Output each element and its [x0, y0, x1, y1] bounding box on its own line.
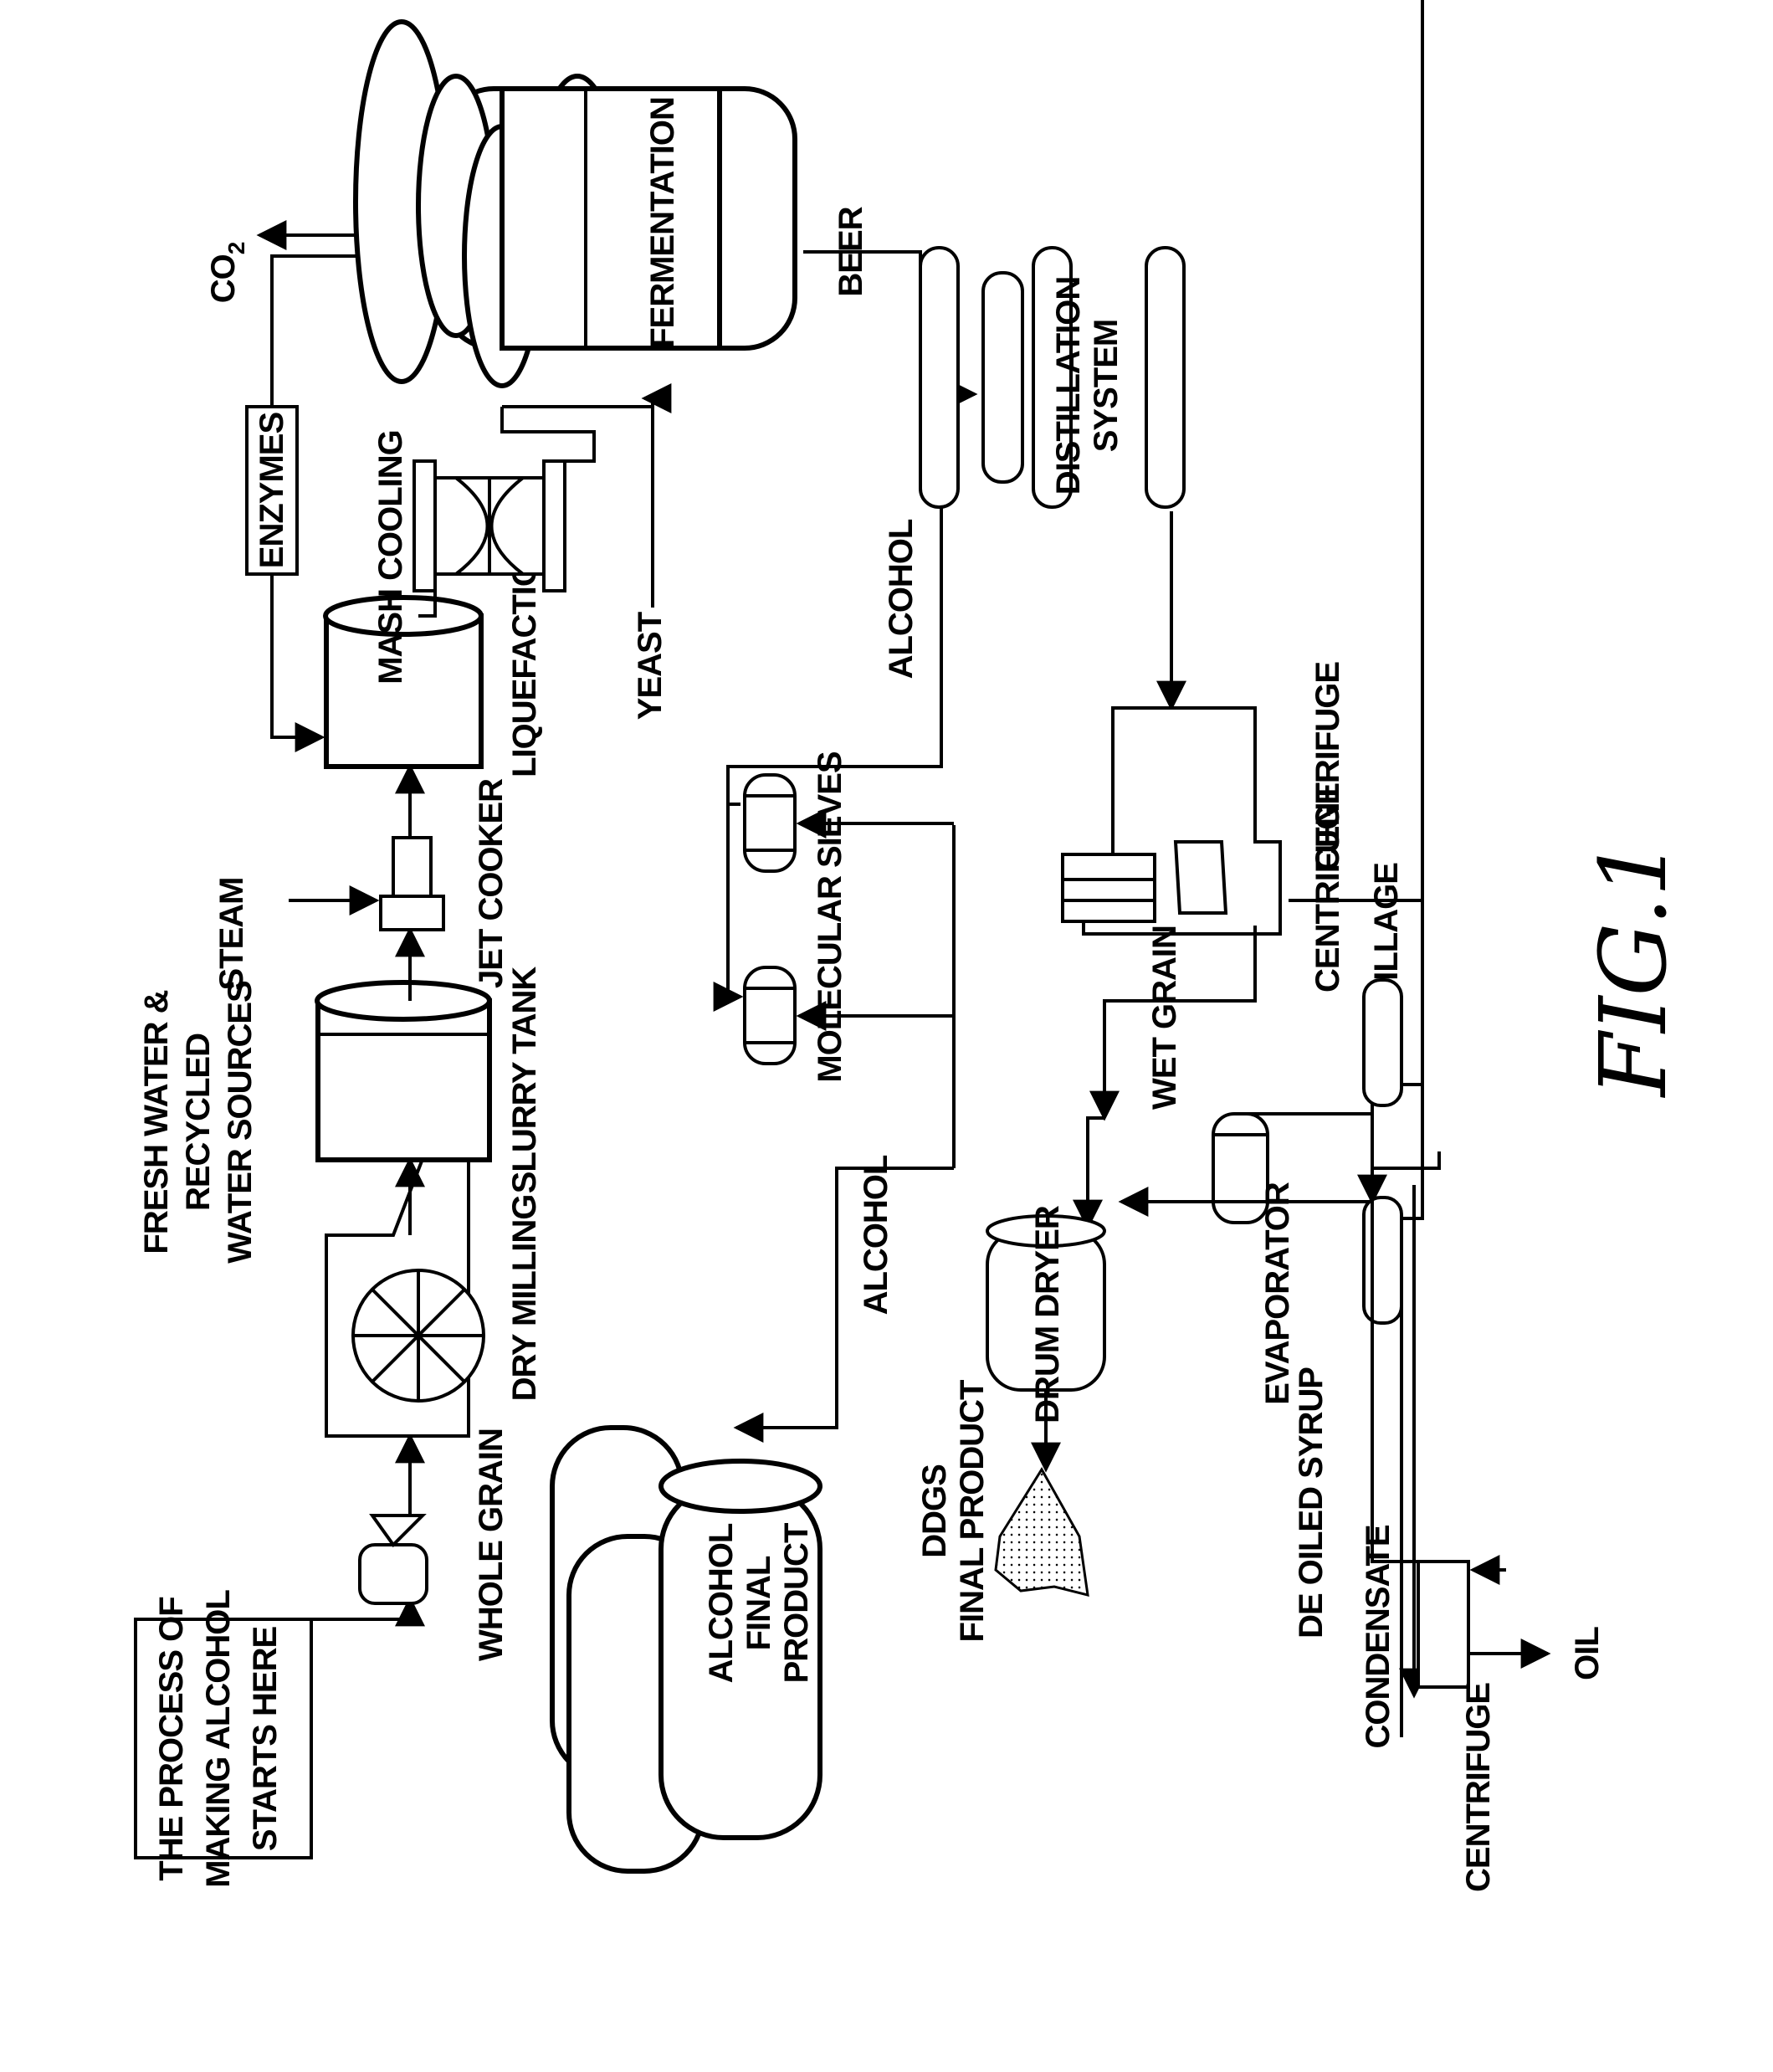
alcohol-bottom-label: ALCOHOL — [858, 1155, 894, 1315]
water-sources: FRESH WATER & RECYCLED WATER SOURCES — [138, 981, 259, 1264]
slurry-tank: SLURRY TANK — [317, 967, 543, 1194]
enzymes-label: ENZYMES — [254, 413, 290, 569]
centrifuge-right-label: CENTRIFUGE — [1309, 783, 1346, 992]
dry-milling-label: DRY MILLING — [506, 1195, 543, 1402]
water-sources-line-3: WATER SOURCES — [222, 981, 259, 1264]
whole-grain-hopper: WHOLE GRAIN — [360, 1428, 510, 1661]
sieves-to-final-line — [736, 1168, 954, 1428]
fermentation-label: FERMENTATION — [644, 97, 681, 348]
water-sources-line-1: FRESH WATER & — [138, 990, 175, 1254]
jet-cooker: JET COOKER — [381, 778, 510, 988]
start-box-line-3: STARTS HERE — [247, 1627, 284, 1852]
slurry-tank-label: SLURRY TANK — [506, 967, 543, 1194]
evaporator-label: EVAPORATOR — [1259, 1182, 1296, 1405]
alcohol-final-line-1: ALCOHOL — [703, 1523, 740, 1683]
rotated-figure: THE PROCESS OF MAKING ALCOHOL STARTS HER… — [136, 0, 1687, 1892]
jet-cooker-label: JET COOKER — [473, 778, 510, 988]
centrifuge-bottom-label: CENTRIFUGE — [1460, 1683, 1497, 1892]
molecular-sieves: MOLECULAR SIEVES — [745, 751, 848, 1082]
alcohol-final-product-tanks: ALCOHOL FINAL PRODUCT — [552, 1428, 820, 1871]
distillation-line-2: SYSTEM — [1088, 320, 1125, 452]
start-box-line-1: THE PROCESS OF — [153, 1597, 190, 1880]
enzymes-box: ENZYMES — [247, 407, 297, 574]
distillation-line-1: DISTILLATION — [1050, 277, 1087, 495]
molecular-sieves-label: MOLECULAR SIEVES — [812, 751, 848, 1082]
drum-feed-line — [1088, 1118, 1104, 1227]
co2-text: CO — [205, 254, 242, 303]
mash-cooling-label: MASH COOLING — [372, 430, 409, 685]
co2-subscript: 2 — [223, 242, 249, 254]
condensate-label: CONDENSATE — [1360, 1525, 1396, 1748]
start-box-line-2: MAKING ALCOHOL — [200, 1590, 237, 1888]
distillation-system: DISTILLATION SYSTEM — [920, 248, 1184, 507]
ddgs-line-1: DDGS — [916, 1464, 953, 1558]
enzymes-to-liquefaction-line — [272, 574, 322, 737]
whole-grain-label: WHOLE GRAIN — [473, 1428, 510, 1661]
water-sources-line-2: RECYCLED — [180, 1033, 217, 1211]
figure-label: FIG.1 — [1580, 839, 1687, 1099]
mash-to-fermentation-line — [502, 398, 653, 407]
alcohol-final-line-2: FINAL — [740, 1556, 777, 1650]
steam-label: STEAM — [213, 878, 250, 991]
oil-label: OIL — [1569, 1627, 1606, 1680]
centrifuge-upper: CENTRIFUGE CENTRIFUGE — [1063, 662, 1346, 992]
de-oiled-syrup-label: DE OILED SYRUP — [1293, 1367, 1330, 1639]
fermentation-tanks: FERMENTATION — [356, 22, 795, 386]
co2-label: CO2 — [205, 242, 249, 303]
centrifuge-lower: CENTRIFUGE — [1418, 1562, 1497, 1892]
start-box: THE PROCESS OF MAKING ALCOHOL STARTS HER… — [136, 1590, 311, 1888]
alcohol-final-line-3: PRODUCT — [778, 1523, 815, 1683]
wet-grain-label: WET GRAIN — [1146, 926, 1183, 1110]
yeast-label: YEAST — [632, 612, 669, 720]
ddgs-line-2: FINAL PRODUCT — [954, 1380, 991, 1642]
alcohol-top-label: ALCOHOL — [883, 519, 920, 679]
